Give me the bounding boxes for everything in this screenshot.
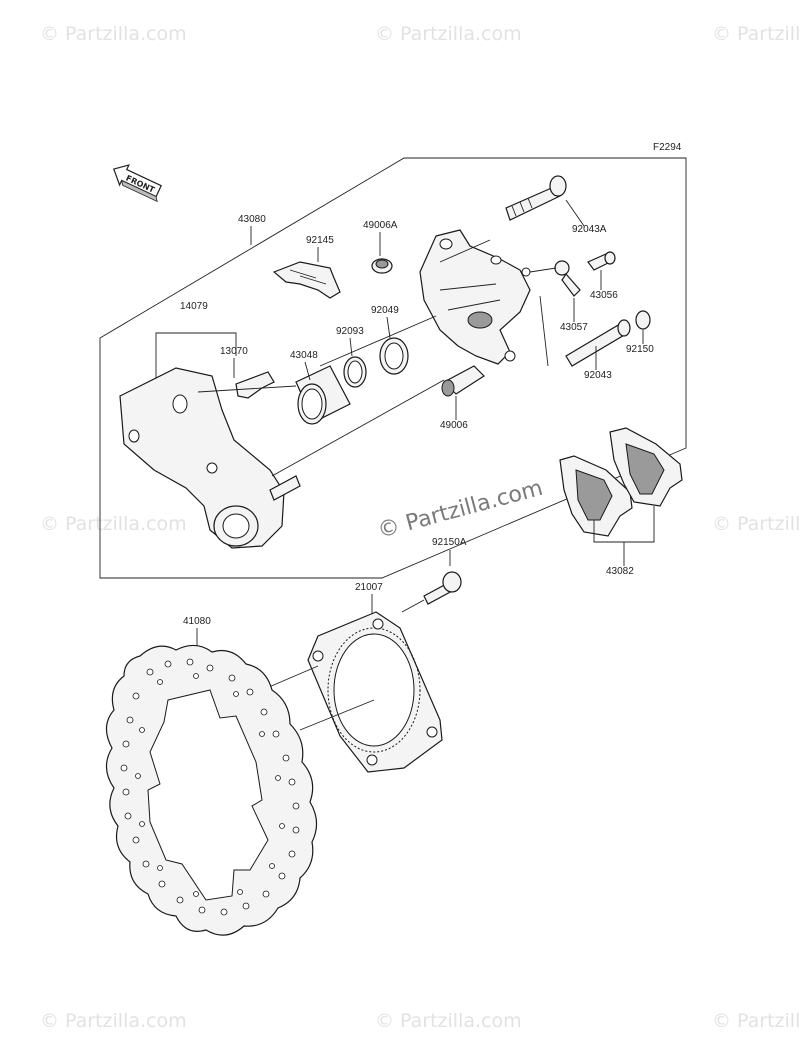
- caliper-bracket-14079: [119, 367, 301, 549]
- leader-line: [539, 295, 549, 367]
- bolt-92150A: [423, 571, 462, 605]
- part-label-92145: 92145: [306, 235, 334, 246]
- abs-rotor-21007: [307, 611, 443, 773]
- watermark: © Partzilla.com: [375, 23, 522, 45]
- leader-line: [386, 316, 391, 339]
- clip-13070: [235, 371, 275, 399]
- part-label-92093: 92093: [336, 326, 364, 337]
- part-label-49006: 49006: [440, 420, 468, 431]
- watermark-layer: © Partzilla.com © Partzilla.com © Partzi…: [40, 23, 800, 1032]
- watermark: © Partzilla.com: [40, 513, 187, 535]
- seal-92049: [379, 337, 409, 375]
- leader-line: [304, 361, 311, 381]
- leader-line: [155, 332, 237, 356]
- watermark: © Partzilla.com: [40, 1010, 187, 1032]
- part-label-43056: 43056: [590, 290, 618, 301]
- bleed-valve-43056: [587, 251, 616, 271]
- part-label-21007: 21007: [355, 582, 383, 593]
- assembly-line: [401, 599, 425, 613]
- part-label-92043A: 92043A: [572, 224, 607, 235]
- assembly-line: [439, 239, 491, 263]
- assembly-line: [319, 315, 437, 367]
- part-label-43057: 43057: [560, 322, 588, 333]
- part-label-92150: 92150: [626, 344, 654, 355]
- part-label-43080: 43080: [238, 214, 266, 225]
- figure-code: F2294: [653, 142, 682, 153]
- cap-43057: [554, 260, 581, 297]
- boot-49006A: [371, 258, 393, 274]
- part-label-43048: 43048: [290, 350, 318, 361]
- watermark: © Partzilla.com: [712, 23, 800, 45]
- watermark: © Partzilla.com: [375, 1010, 522, 1032]
- part-label-92043: 92043: [584, 370, 612, 381]
- pin-92043: [565, 319, 631, 367]
- caliper-body-43080: [419, 229, 531, 365]
- pin-92043A: [505, 175, 567, 221]
- part-label-49006A: 49006A: [363, 220, 398, 231]
- leader-line: [529, 267, 557, 273]
- pad-spring-92145: [272, 261, 341, 299]
- brake-disc-41080: [105, 644, 318, 936]
- part-label-13070: 13070: [220, 346, 248, 357]
- part-label-41080: 41080: [183, 616, 211, 627]
- part-label-92150A: 92150A: [432, 537, 467, 548]
- assembly-line: [197, 385, 297, 393]
- watermark: © Partzilla.com: [40, 23, 187, 45]
- assembly-box: [99, 157, 687, 579]
- cap-92150: [635, 310, 651, 330]
- part-label-14079: 14079: [180, 301, 208, 312]
- front-arrow-icon: FRONT: [112, 164, 162, 203]
- watermark: © Partzilla.com: [712, 513, 800, 535]
- seal-92093: [343, 356, 367, 388]
- piston-43048: [295, 365, 351, 425]
- assembly-line: [271, 379, 445, 477]
- boot-49006: [441, 365, 485, 397]
- part-label-43082: 43082: [606, 566, 634, 577]
- watermark-center: © Partzilla.com: [375, 476, 545, 544]
- brake-pads-43082: [559, 427, 683, 537]
- assembly-line: [299, 699, 375, 731]
- watermark: © Partzilla.com: [712, 1010, 800, 1032]
- leader-line: [349, 337, 353, 357]
- leader-line: [565, 199, 585, 227]
- part-label-92049: 92049: [371, 305, 399, 316]
